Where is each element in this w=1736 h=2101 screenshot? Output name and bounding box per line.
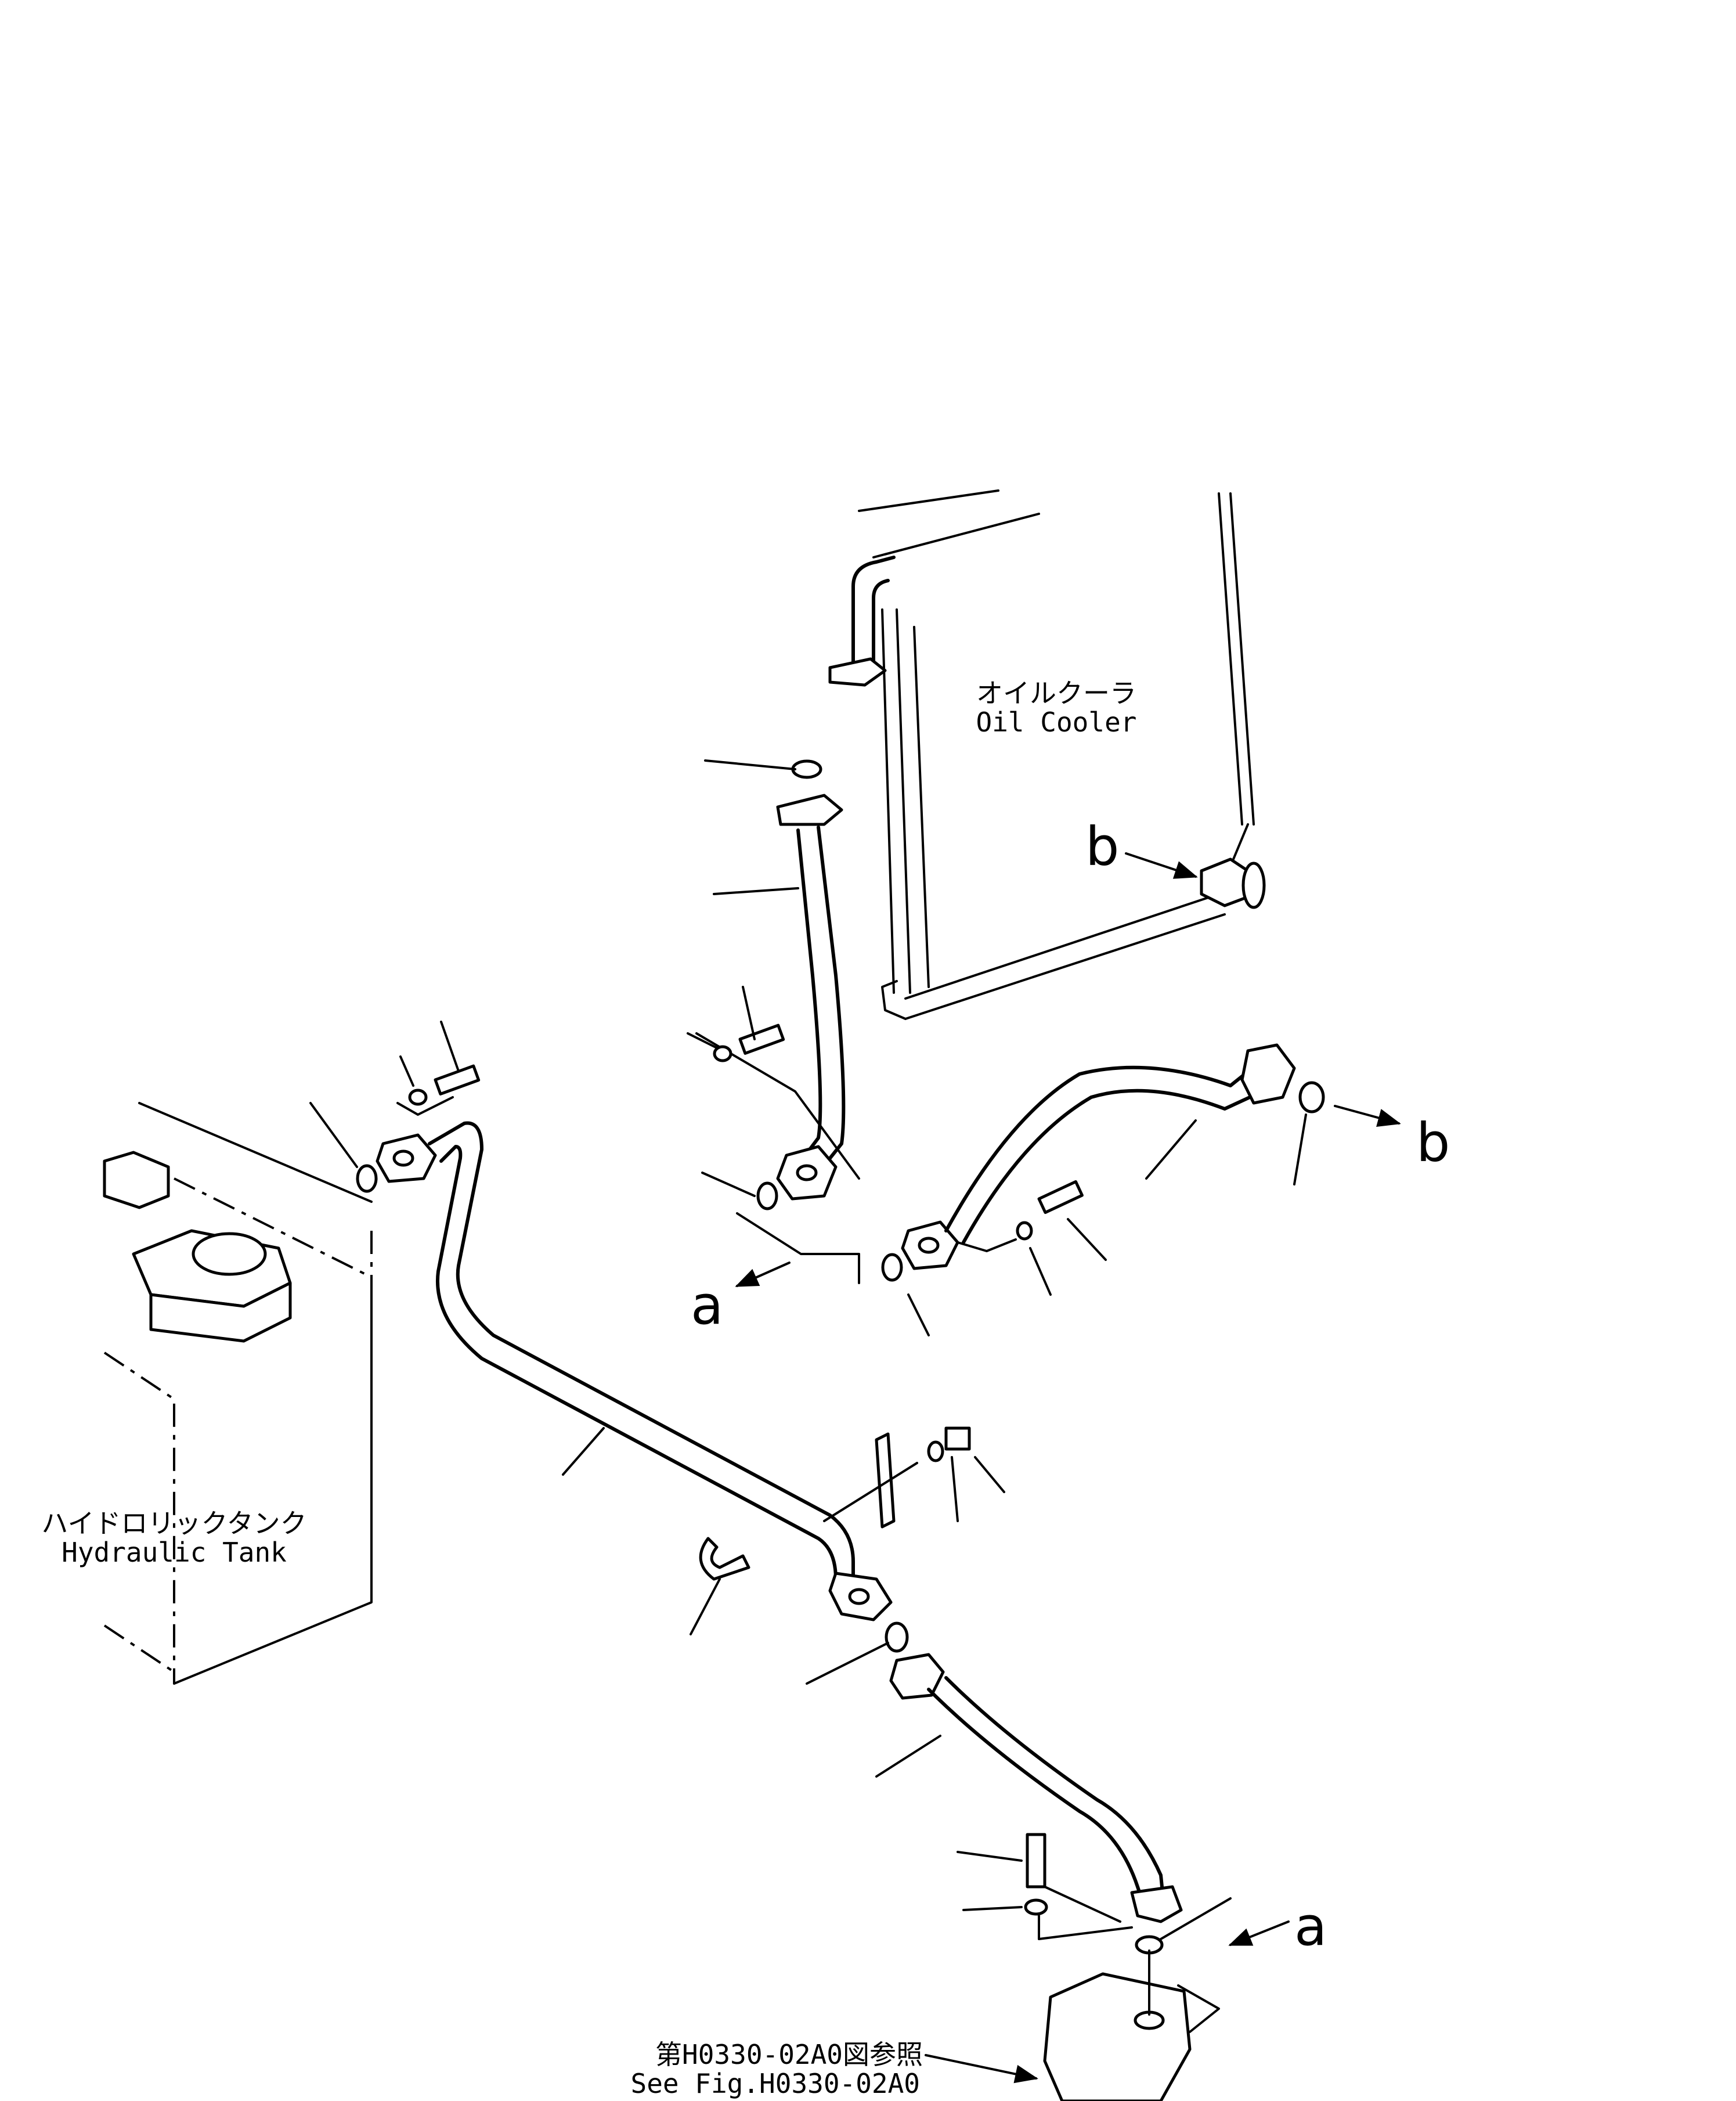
marker-a-right: a <box>1294 1895 1327 1958</box>
o-ring <box>885 1621 909 1653</box>
reference-label-jp: 第H0330-02A0図参照 <box>655 2039 923 2070</box>
o-ring <box>791 759 822 779</box>
marker-a-left: a <box>691 1274 723 1336</box>
lower-hose <box>875 1653 1232 1955</box>
steel-pipe <box>309 1021 909 1685</box>
oil-cooler-label-en: Oil Cooler <box>976 707 1137 738</box>
o-ring <box>356 1164 378 1193</box>
hydraulic-tank-label-en: Hydraulic Tank <box>62 1537 287 1568</box>
o-ring <box>881 1253 903 1282</box>
marker-b-right: b <box>1416 1112 1450 1174</box>
reference-label-en: See Fig.H0330-02A0 <box>631 2068 921 2099</box>
bolt-washer-set <box>687 986 785 1062</box>
o-ring <box>1298 1081 1325 1113</box>
oil-cooler: オイルクーラ Oil Cooler <box>828 489 1266 1020</box>
cooler-outlet-hose <box>881 1043 1325 1336</box>
marker-b-upper: b <box>1085 816 1119 878</box>
o-ring <box>756 1181 778 1210</box>
pipe-clamp-bracket <box>690 1426 1005 1635</box>
markers: a a b b <box>691 816 1450 1958</box>
oil-cooler-label-jp: オイルクーラ <box>976 677 1136 709</box>
hydraulic-tank-label-jp: ハイドロリックタンク <box>41 1508 306 1539</box>
reference-note: 第H0330-02A0図参照 See Fig.H0330-02A0 <box>631 2039 1038 2099</box>
upper-hose <box>695 759 860 1284</box>
control-valve <box>1043 1949 1220 2101</box>
hydraulic-tank: ハイドロリックタンク Hydraulic Tank <box>41 1102 373 1685</box>
